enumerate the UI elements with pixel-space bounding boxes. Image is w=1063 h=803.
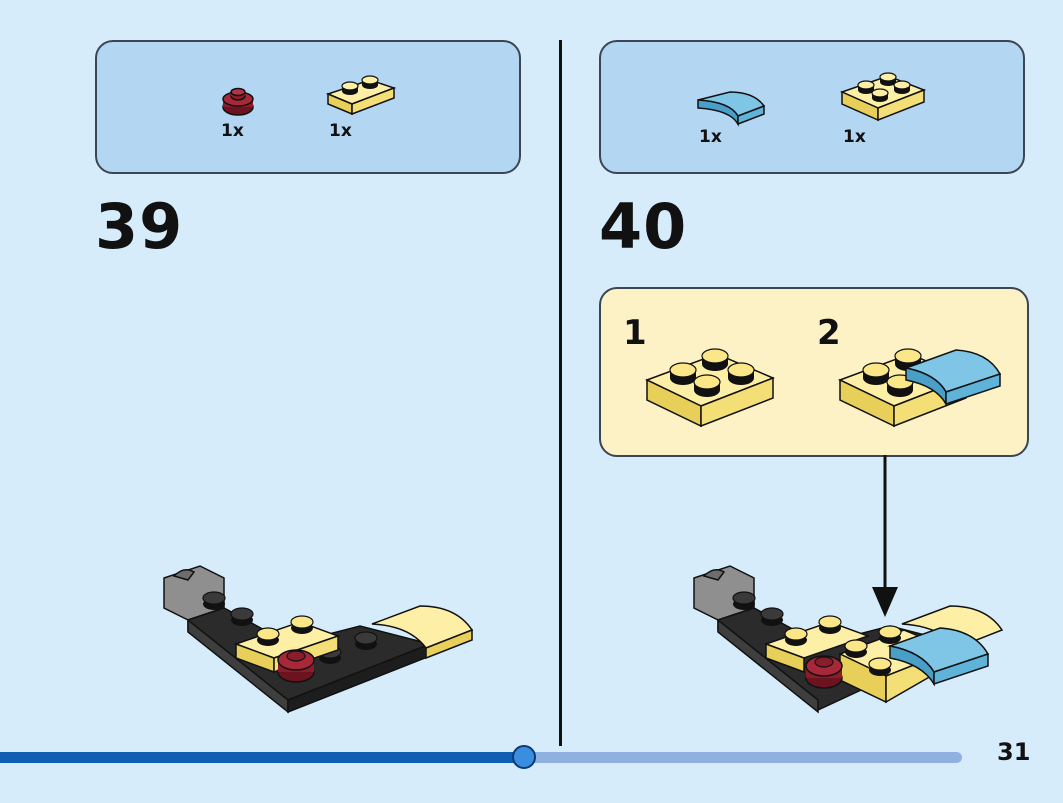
step39-part2-qty: 1x — [329, 121, 352, 141]
step39-parts-box — [95, 40, 521, 174]
yellow-plate-1x2-part-icon — [325, 75, 397, 116]
step39-part1-qty: 1x — [221, 121, 244, 141]
step40-number: 40 — [599, 190, 688, 263]
down-arrow-icon — [872, 455, 898, 617]
round-plate-part-icon — [222, 87, 254, 116]
step40-part2-qty: 1x — [843, 127, 866, 147]
step39-number: 39 — [95, 190, 184, 263]
step39-model-illustration — [163, 565, 474, 714]
substep1-number: 1 — [623, 313, 647, 353]
progress-knob[interactable] — [512, 745, 536, 769]
curved-slope-part-icon — [697, 91, 766, 127]
step40-model-illustration — [693, 565, 1004, 714]
yellow-plate-2x2-part-icon — [839, 72, 927, 122]
progress-fill — [0, 752, 524, 763]
column-divider — [559, 40, 562, 746]
step40-part1-qty: 1x — [699, 127, 722, 147]
substep2-number: 2 — [817, 313, 841, 353]
step40-parts-box — [599, 40, 1025, 174]
page-number: 31 — [997, 738, 1031, 766]
substep1-illustration — [645, 348, 775, 428]
substep2-illustration — [838, 348, 1002, 428]
